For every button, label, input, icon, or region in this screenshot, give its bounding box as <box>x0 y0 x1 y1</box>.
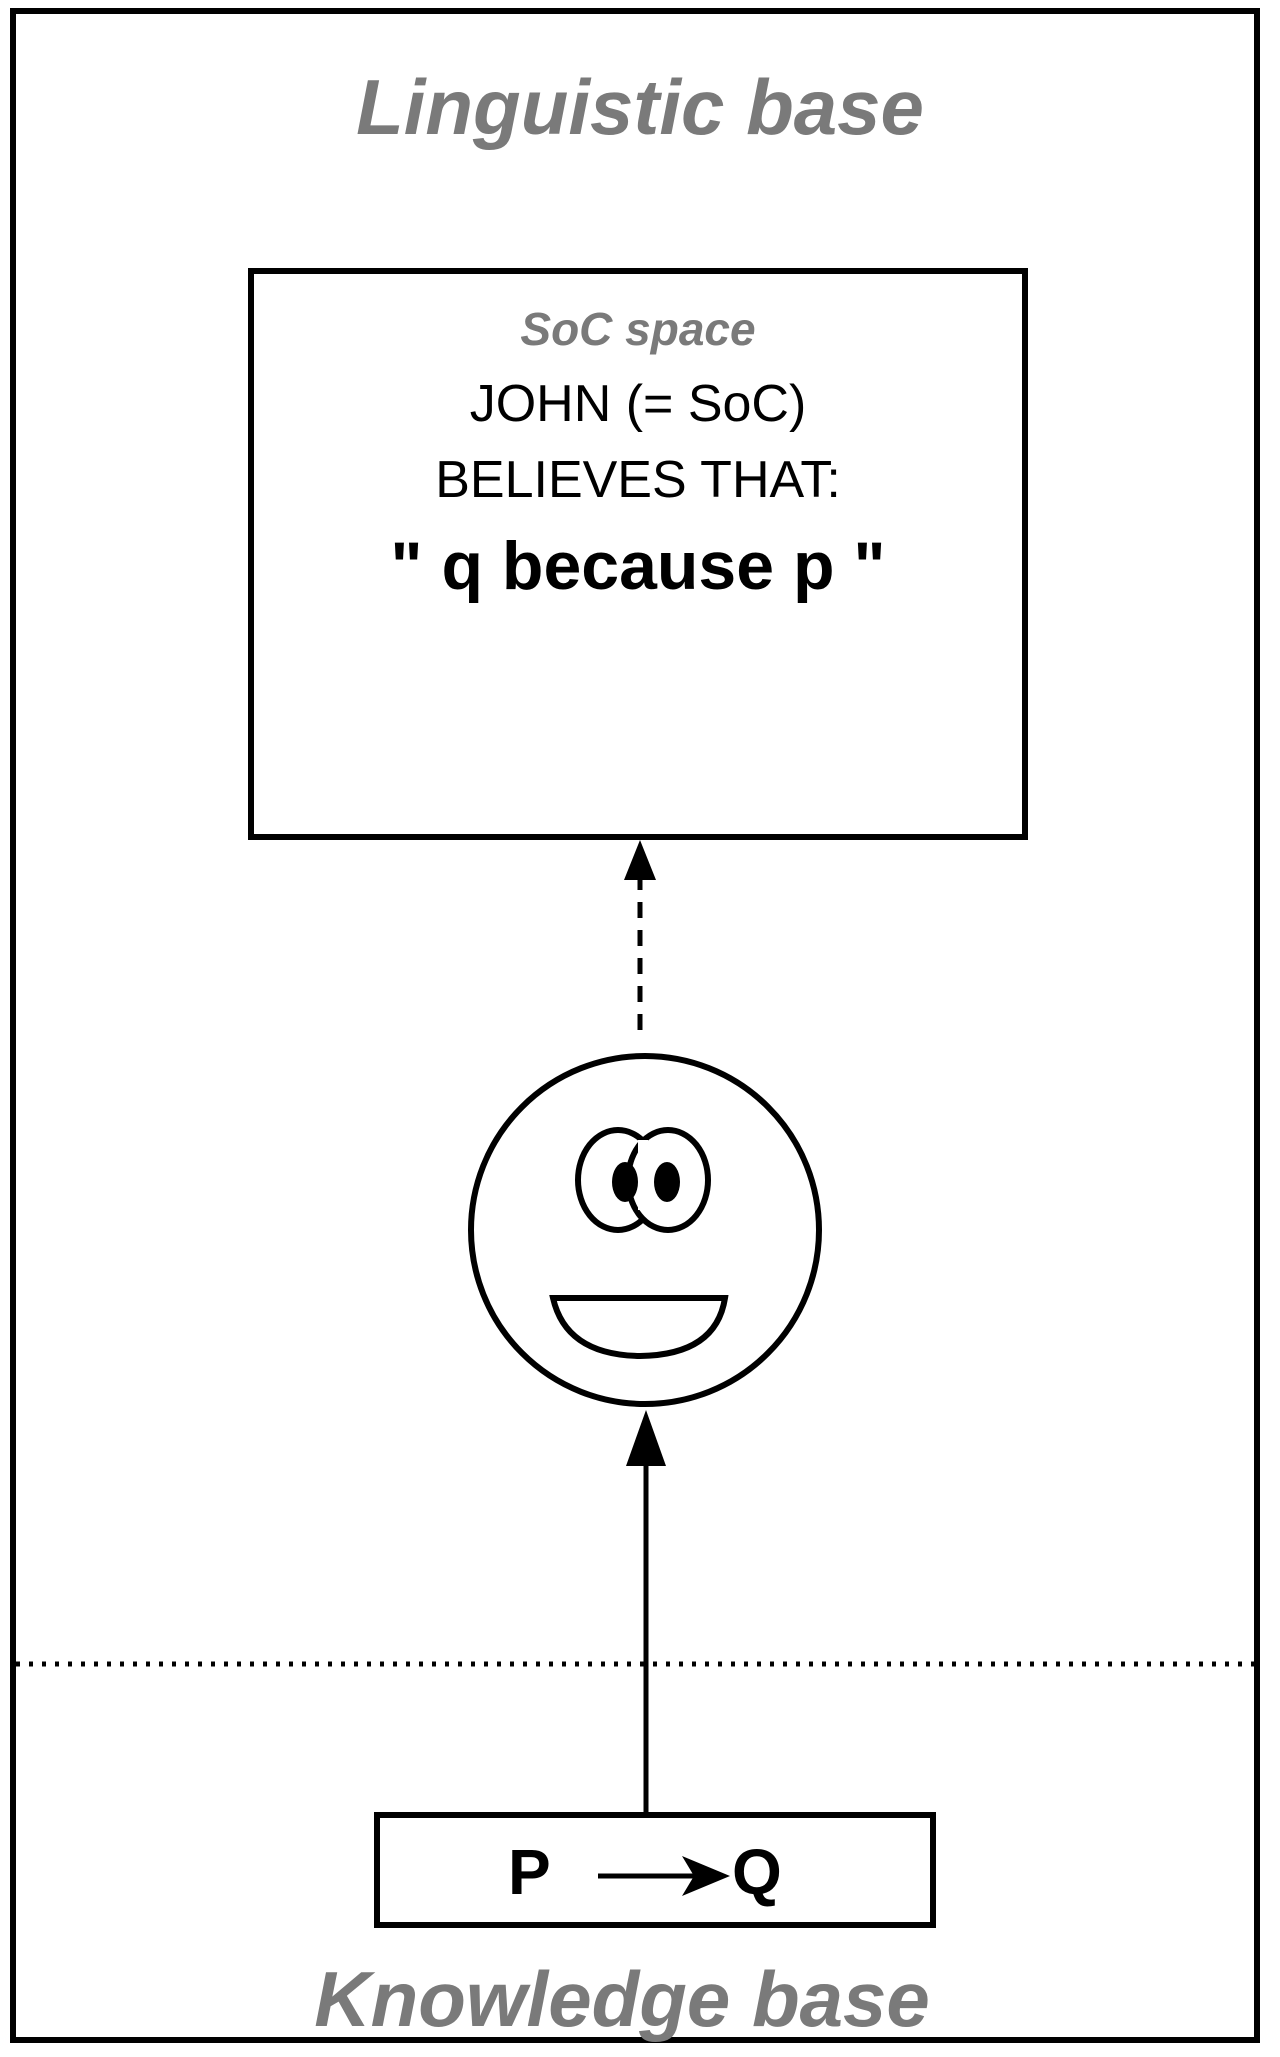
proposition-p: P <box>508 1836 551 1908</box>
proposition-q: Q <box>732 1836 782 1908</box>
soc-quote: " q because p " <box>390 528 886 604</box>
linguistic-base-label: Linguistic base <box>356 63 924 151</box>
knowledge-box: P Q <box>374 1812 936 1928</box>
outer-frame <box>10 8 1260 2043</box>
arrow-right-icon <box>598 1856 730 1896</box>
soc-space-box: SoC space JOHN (= SoC) BELIEVES THAT: " … <box>248 268 1028 840</box>
soc-space-label: SoC space <box>520 303 756 355</box>
soc-line-believes: BELIEVES THAT: <box>435 451 841 509</box>
knowledge-base-label: Knowledge base <box>314 1955 930 2043</box>
soc-line-john: JOHN (= SoC) <box>469 375 807 433</box>
dashed-arrow-up-icon <box>624 840 656 1030</box>
smiley-face-icon <box>468 1053 822 1407</box>
arrow-up-icon <box>626 1410 666 1812</box>
